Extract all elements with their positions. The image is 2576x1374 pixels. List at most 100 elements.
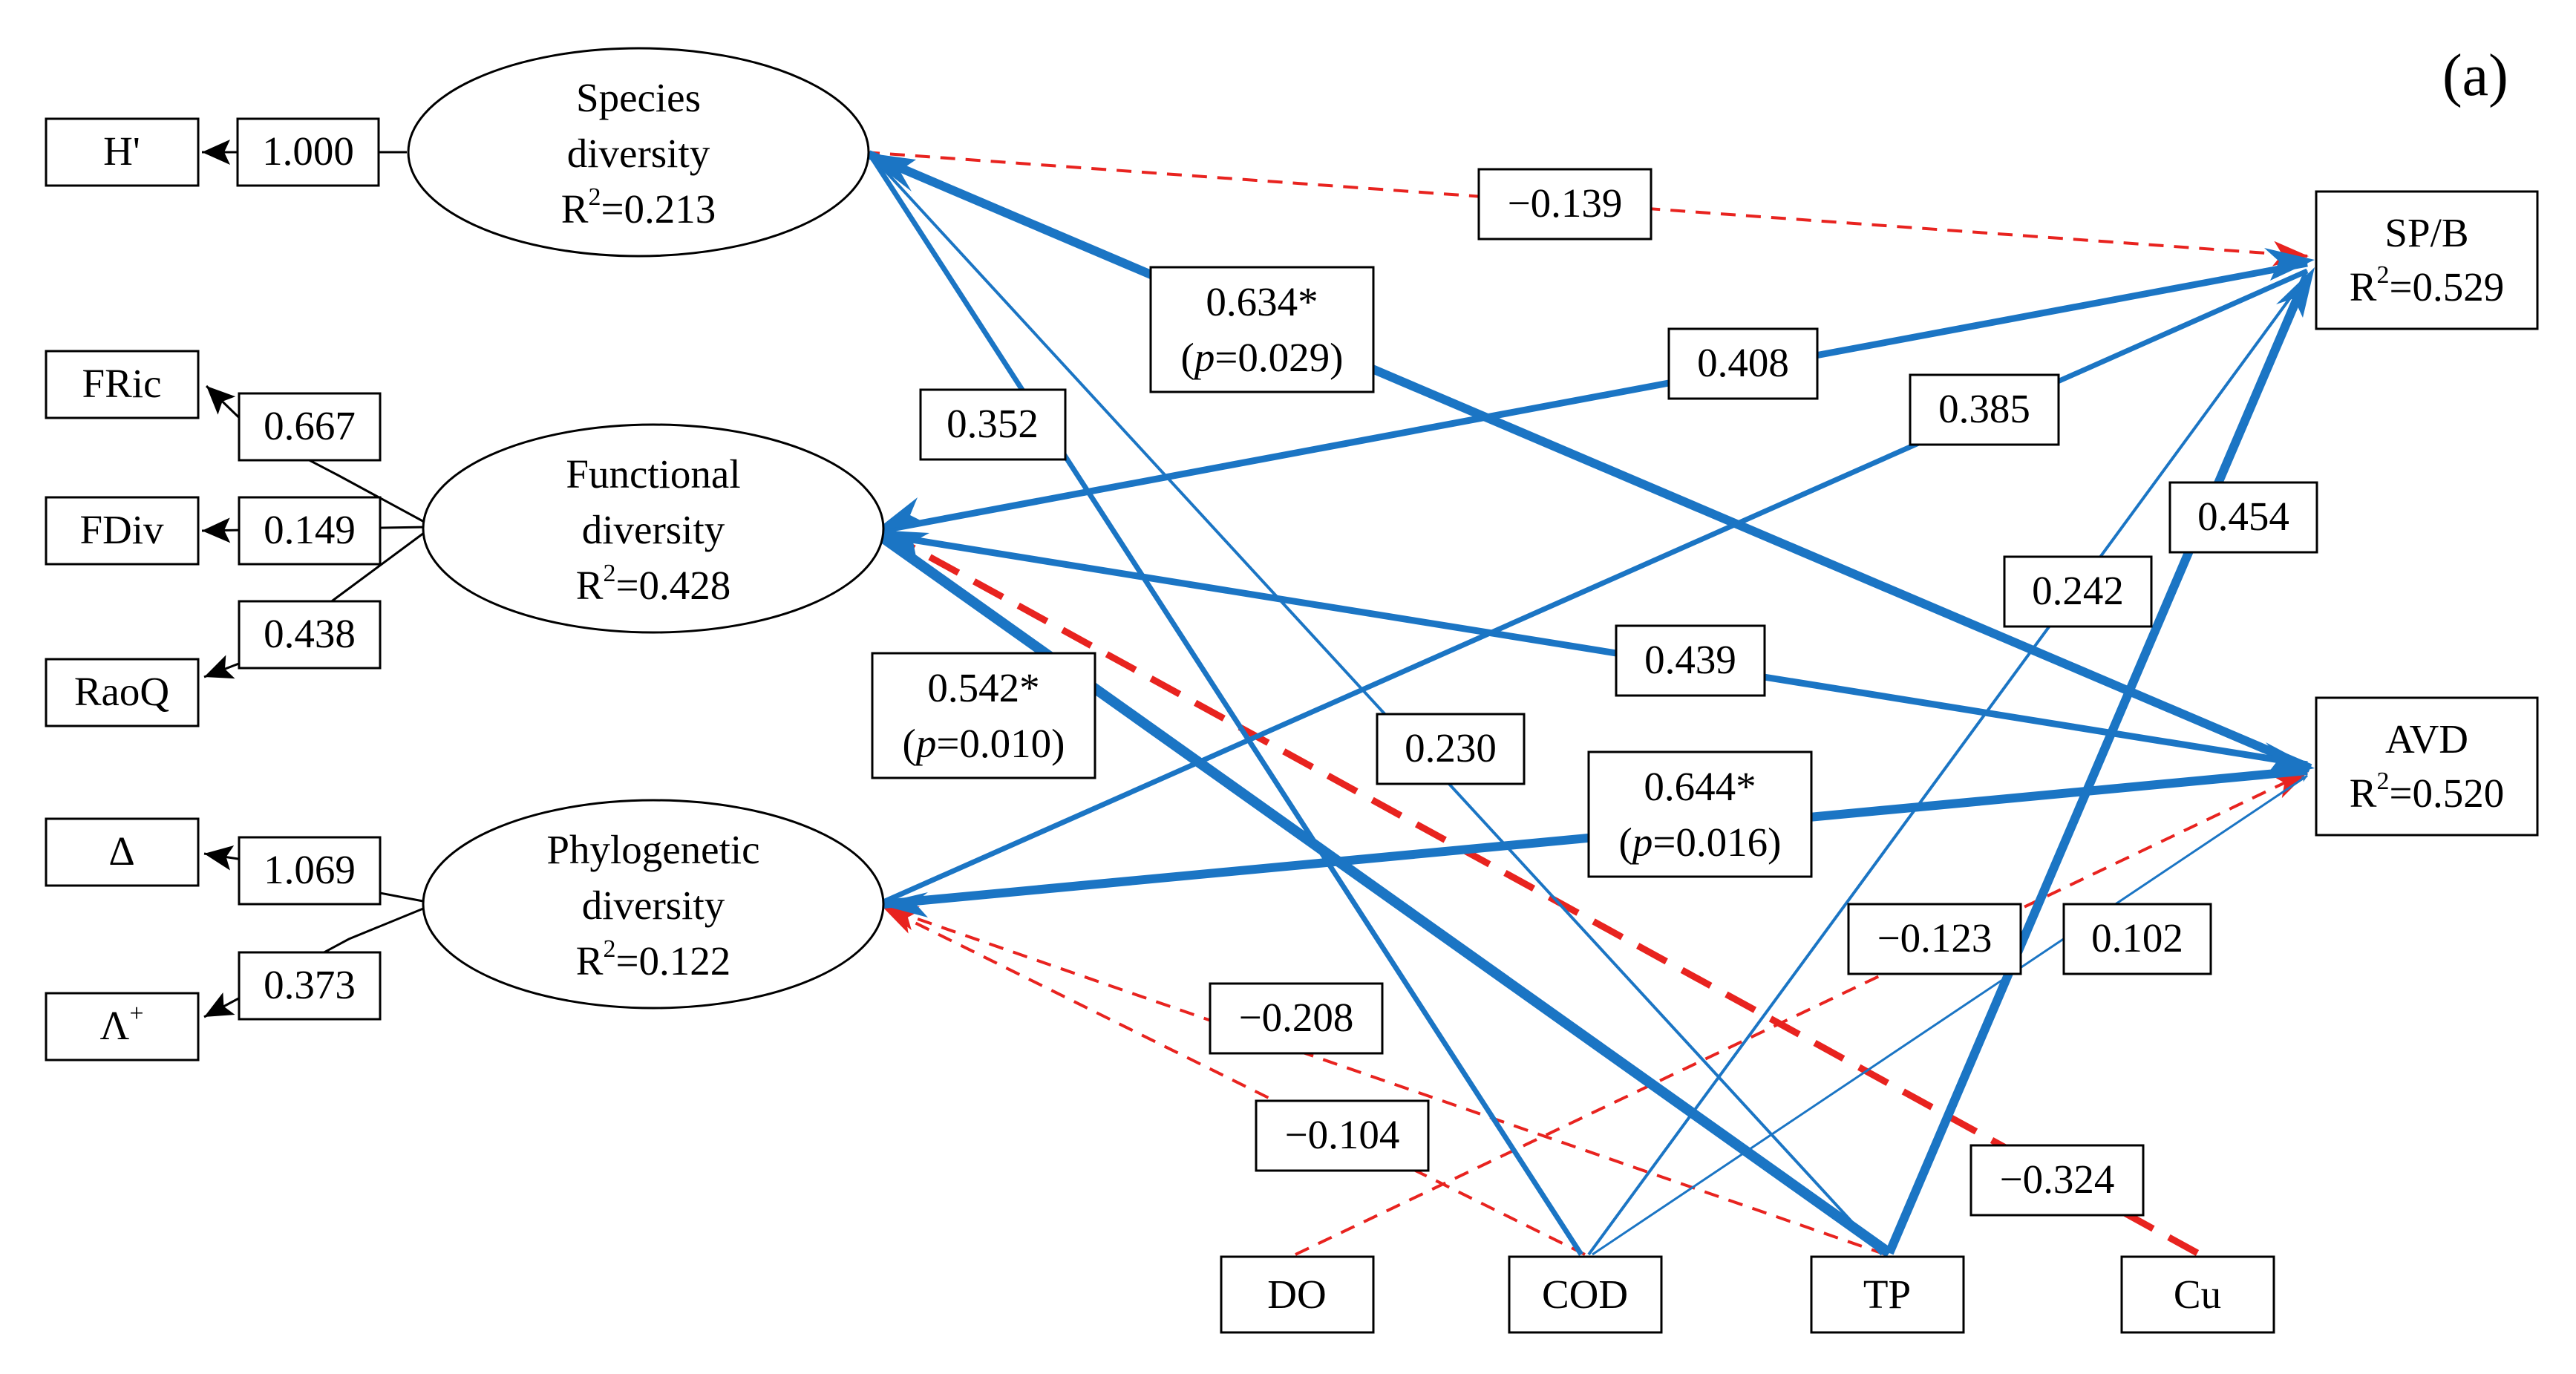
svg-text:(p=0.016): (p=0.016) xyxy=(1619,820,1782,865)
svg-text:0.352: 0.352 xyxy=(947,401,1039,446)
coef-cod-spb: 0.242 xyxy=(2003,555,2153,628)
path-cod-to-avd xyxy=(1592,774,2308,1256)
svg-text:−0.139: −0.139 xyxy=(1508,180,1623,226)
svg-text:TP: TP xyxy=(1863,1272,1911,1317)
svg-text:Cu: Cu xyxy=(2174,1272,2221,1317)
indicator-fdiv: FDiv xyxy=(45,496,200,566)
path-phylo-to-spb xyxy=(882,268,2309,905)
coef-tp-phylo: −0.104 xyxy=(1255,1099,1430,1172)
svg-text:diversity: diversity xyxy=(582,883,725,928)
loading-lambda: 0.373 xyxy=(238,951,382,1021)
svg-text:1.069: 1.069 xyxy=(264,847,356,892)
svg-text:0.408: 0.408 xyxy=(1697,340,1789,385)
coef-phylo-spb: 0.385 xyxy=(1909,373,2060,446)
svg-text:COD: COD xyxy=(1542,1272,1628,1317)
indicator-raoq: RaoQ xyxy=(45,658,200,727)
driver-tp: TP xyxy=(1810,1255,1965,1334)
arrowhead-spb-low xyxy=(2276,267,2315,318)
indicator-label: FDiv xyxy=(79,507,164,552)
svg-text:Functional: Functional xyxy=(566,451,740,497)
indicator-label: Δ xyxy=(108,828,134,874)
svg-text:R2=0.122: R2=0.122 xyxy=(576,935,730,984)
indicator-delta: Δ xyxy=(45,817,200,887)
coef-cod-species: 0.352 xyxy=(919,388,1067,461)
arrowhead-spb xyxy=(2264,248,2315,281)
svg-text:1.000: 1.000 xyxy=(262,128,354,174)
coef-cu-functional: −0.324 xyxy=(1969,1144,2145,1217)
svg-text:0.439: 0.439 xyxy=(1644,637,1736,682)
path-functional-to-spb xyxy=(879,260,2308,534)
indicator-fric: FRic xyxy=(45,350,200,419)
svg-text:−0.208: −0.208 xyxy=(1239,995,1354,1040)
path-functional-to-avd xyxy=(879,531,2308,768)
latent-phylogenetic-diversity: Phylogenetic diversity R2=0.122 xyxy=(422,799,885,1010)
arrowhead-avd xyxy=(2264,742,2315,778)
indicator-lambda: Λ+ xyxy=(45,992,200,1061)
coef-species-spb: −0.139 xyxy=(1477,168,1653,241)
coef-functional-avd: 0.439 xyxy=(1615,624,1766,697)
svg-text:R2=0.529: R2=0.529 xyxy=(2350,261,2504,310)
arrowhead-functional-left xyxy=(876,497,928,530)
outcome-spb: SP/B R2=0.529 xyxy=(2315,190,2539,330)
svg-text:(p=0.029): (p=0.029) xyxy=(1181,335,1344,380)
svg-text:−0.123: −0.123 xyxy=(1877,915,1993,961)
svg-text:0.373: 0.373 xyxy=(264,962,356,1007)
panel-label: (a) xyxy=(2442,43,2508,108)
svg-text:0.438: 0.438 xyxy=(264,611,356,656)
path-tp-to-species xyxy=(869,153,1883,1256)
svg-text:0.667: 0.667 xyxy=(264,403,356,448)
svg-text:−0.104: −0.104 xyxy=(1285,1112,1400,1157)
svg-text:R2=0.428: R2=0.428 xyxy=(576,560,730,608)
loading-raoq: 0.438 xyxy=(238,600,382,670)
driver-do: DO xyxy=(1220,1255,1375,1334)
coef-tp-spb: 0.454 xyxy=(2168,481,2318,554)
svg-text:0.542*: 0.542* xyxy=(927,665,1039,710)
coef-tp-functional: 0.542* (p=0.010) xyxy=(871,652,1096,779)
indicator-label: Λ+ xyxy=(99,1000,143,1048)
path-tp-to-phylo xyxy=(882,906,1886,1256)
path-species-to-avd xyxy=(866,150,2312,773)
driver-cu: Cu xyxy=(2120,1255,2275,1334)
svg-text:0.385: 0.385 xyxy=(1938,386,2030,431)
coef-cod-avd: 0.102 xyxy=(2062,903,2212,975)
svg-text:0.149: 0.149 xyxy=(264,507,356,552)
svg-text:(p=0.010): (p=0.010) xyxy=(903,721,1065,766)
latent-functional-diversity: Functional diversity R2=0.428 xyxy=(422,423,885,634)
driver-cod: COD xyxy=(1508,1255,1663,1334)
svg-text:0.230: 0.230 xyxy=(1405,725,1497,771)
coef-do-avd: −0.123 xyxy=(1847,903,2022,975)
svg-text:AVD: AVD xyxy=(2385,716,2468,762)
coef-cod-phylo: −0.208 xyxy=(1209,982,1384,1055)
coef-functional-spb: 0.408 xyxy=(1667,327,1819,400)
svg-text:R2=0.213: R2=0.213 xyxy=(561,183,716,232)
svg-text:0.454: 0.454 xyxy=(2197,494,2289,539)
path-lines xyxy=(861,150,2315,1257)
outcome-avd: AVD R2=0.520 xyxy=(2315,696,2539,837)
path-do-to-avd xyxy=(1295,771,2309,1256)
svg-text:Phylogenetic: Phylogenetic xyxy=(546,827,759,872)
latent-species-diversity: Species diversity R2=0.213 xyxy=(407,47,870,258)
svg-text:SP/B: SP/B xyxy=(2384,210,2468,255)
loading-delta: 1.069 xyxy=(238,836,382,906)
svg-text:0.242: 0.242 xyxy=(2032,568,2124,613)
path-tp-to-spb xyxy=(1885,272,2312,1255)
indicator-label: H' xyxy=(103,128,140,174)
coef-phylo-avd: 0.644* (p=0.016) xyxy=(1587,750,1813,878)
loading-fric: 0.667 xyxy=(238,392,382,462)
coef-tp-species: 0.230 xyxy=(1376,713,1526,785)
indicator-label: FRic xyxy=(82,361,162,406)
path-cod-to-phylo xyxy=(882,906,1586,1256)
arrowhead-species xyxy=(861,152,916,192)
svg-text:0.634*: 0.634* xyxy=(1206,279,1318,324)
indicator-label: RaoQ xyxy=(74,669,169,714)
svg-text:Species: Species xyxy=(576,75,701,120)
indicator-h-prime: H' xyxy=(45,117,200,187)
svg-text:DO: DO xyxy=(1267,1272,1326,1317)
svg-text:−0.324: −0.324 xyxy=(2000,1157,2115,1202)
svg-text:R2=0.520: R2=0.520 xyxy=(2350,768,2504,816)
loading-h-prime: 1.000 xyxy=(236,117,380,187)
path-cod-to-species xyxy=(868,153,1583,1256)
path-species-to-spb xyxy=(864,151,2309,266)
svg-text:0.102: 0.102 xyxy=(2091,915,2183,961)
